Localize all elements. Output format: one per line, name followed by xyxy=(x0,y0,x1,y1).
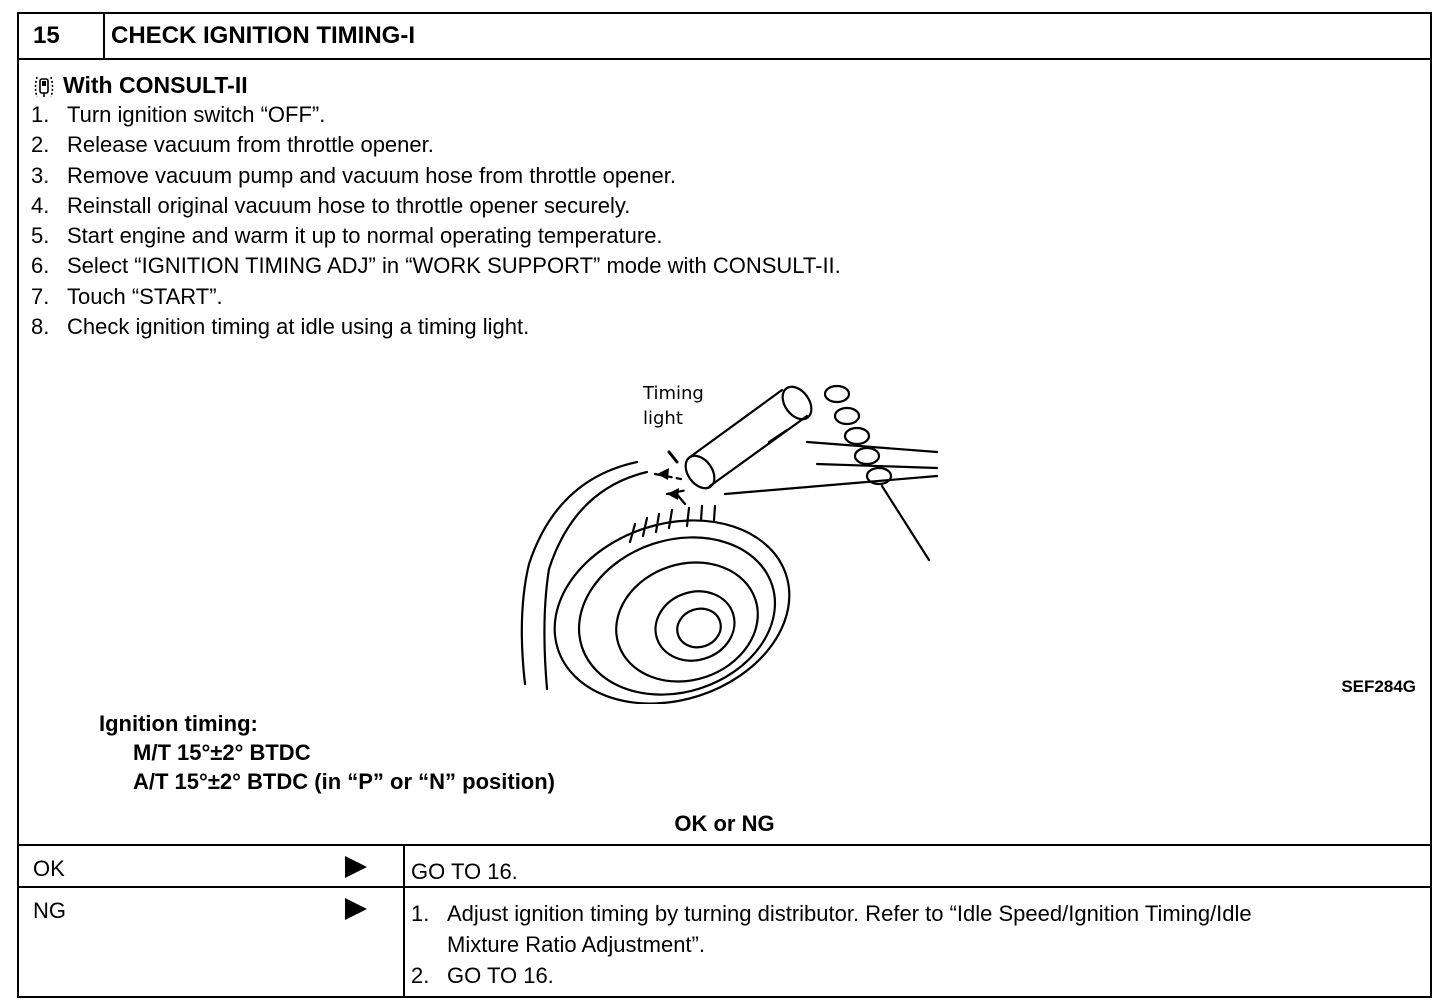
figure-code: SEF284G xyxy=(1341,677,1416,696)
result-label-ng: NG xyxy=(33,898,66,923)
list-item: 1.Turn ignition switch “OFF”. xyxy=(31,102,326,127)
figure-label-timing: Timing xyxy=(642,383,704,404)
page-title: CHECK IGNITION TIMING-I xyxy=(111,22,415,49)
list-item: 2.Release vacuum from throttle opener. xyxy=(31,132,434,158)
result-row-ng: NG 1.Adjust ignition timing by turning d… xyxy=(19,886,1430,998)
list-item: 6.Select “IGNITION TIMING ADJ” in “WORK … xyxy=(31,253,841,279)
consult-heading: With CONSULT-II xyxy=(33,70,248,100)
consult-label: With CONSULT-II xyxy=(63,72,248,98)
spec-title: Ignition timing: xyxy=(99,711,258,736)
list-item: 8.Check ignition timing at idle using a … xyxy=(31,314,530,340)
step-number: 15 xyxy=(19,14,105,58)
result-row-ok: OK GO TO 16. xyxy=(19,844,1430,886)
header-row: 15 CHECK IGNITION TIMING-I xyxy=(19,14,1430,60)
procedure-sheet: 15 CHECK IGNITION TIMING-I With CONSULT-… xyxy=(17,12,1432,998)
spec-mt: M/T 15°±2° BTDC xyxy=(133,740,311,765)
figure-label-light: light xyxy=(643,408,683,429)
step-list: 1.Turn ignition switch “OFF”. 2.Release … xyxy=(31,100,841,342)
list-item: 5.Start engine and warm it up to normal … xyxy=(31,223,663,249)
result-action-ok: GO TO 16. xyxy=(411,859,518,884)
arrow-right-icon xyxy=(345,898,367,920)
ignition-spec: Ignition timing: M/T 15°±2° BTDC A/T 15°… xyxy=(99,709,555,796)
list-item: 7.Touch “START”. xyxy=(31,283,223,309)
result-action-ng: 1.Adjust ignition timing by turning dist… xyxy=(411,901,1252,988)
timing-light-illustration: Timing light xyxy=(520,383,939,704)
list-item: 3.Remove vacuum pump and vacuum hose fro… xyxy=(31,162,676,188)
result-label-ok: OK xyxy=(33,856,65,881)
arrow-right-icon xyxy=(345,856,367,878)
list-item: 4.Reinstall original vacuum hose to thro… xyxy=(31,192,631,218)
consult-tool-icon xyxy=(34,76,54,98)
ok-ng-heading: OK or NG xyxy=(674,811,775,836)
spec-at: A/T 15°±2° BTDC (in “P” or “N” position) xyxy=(133,769,556,794)
